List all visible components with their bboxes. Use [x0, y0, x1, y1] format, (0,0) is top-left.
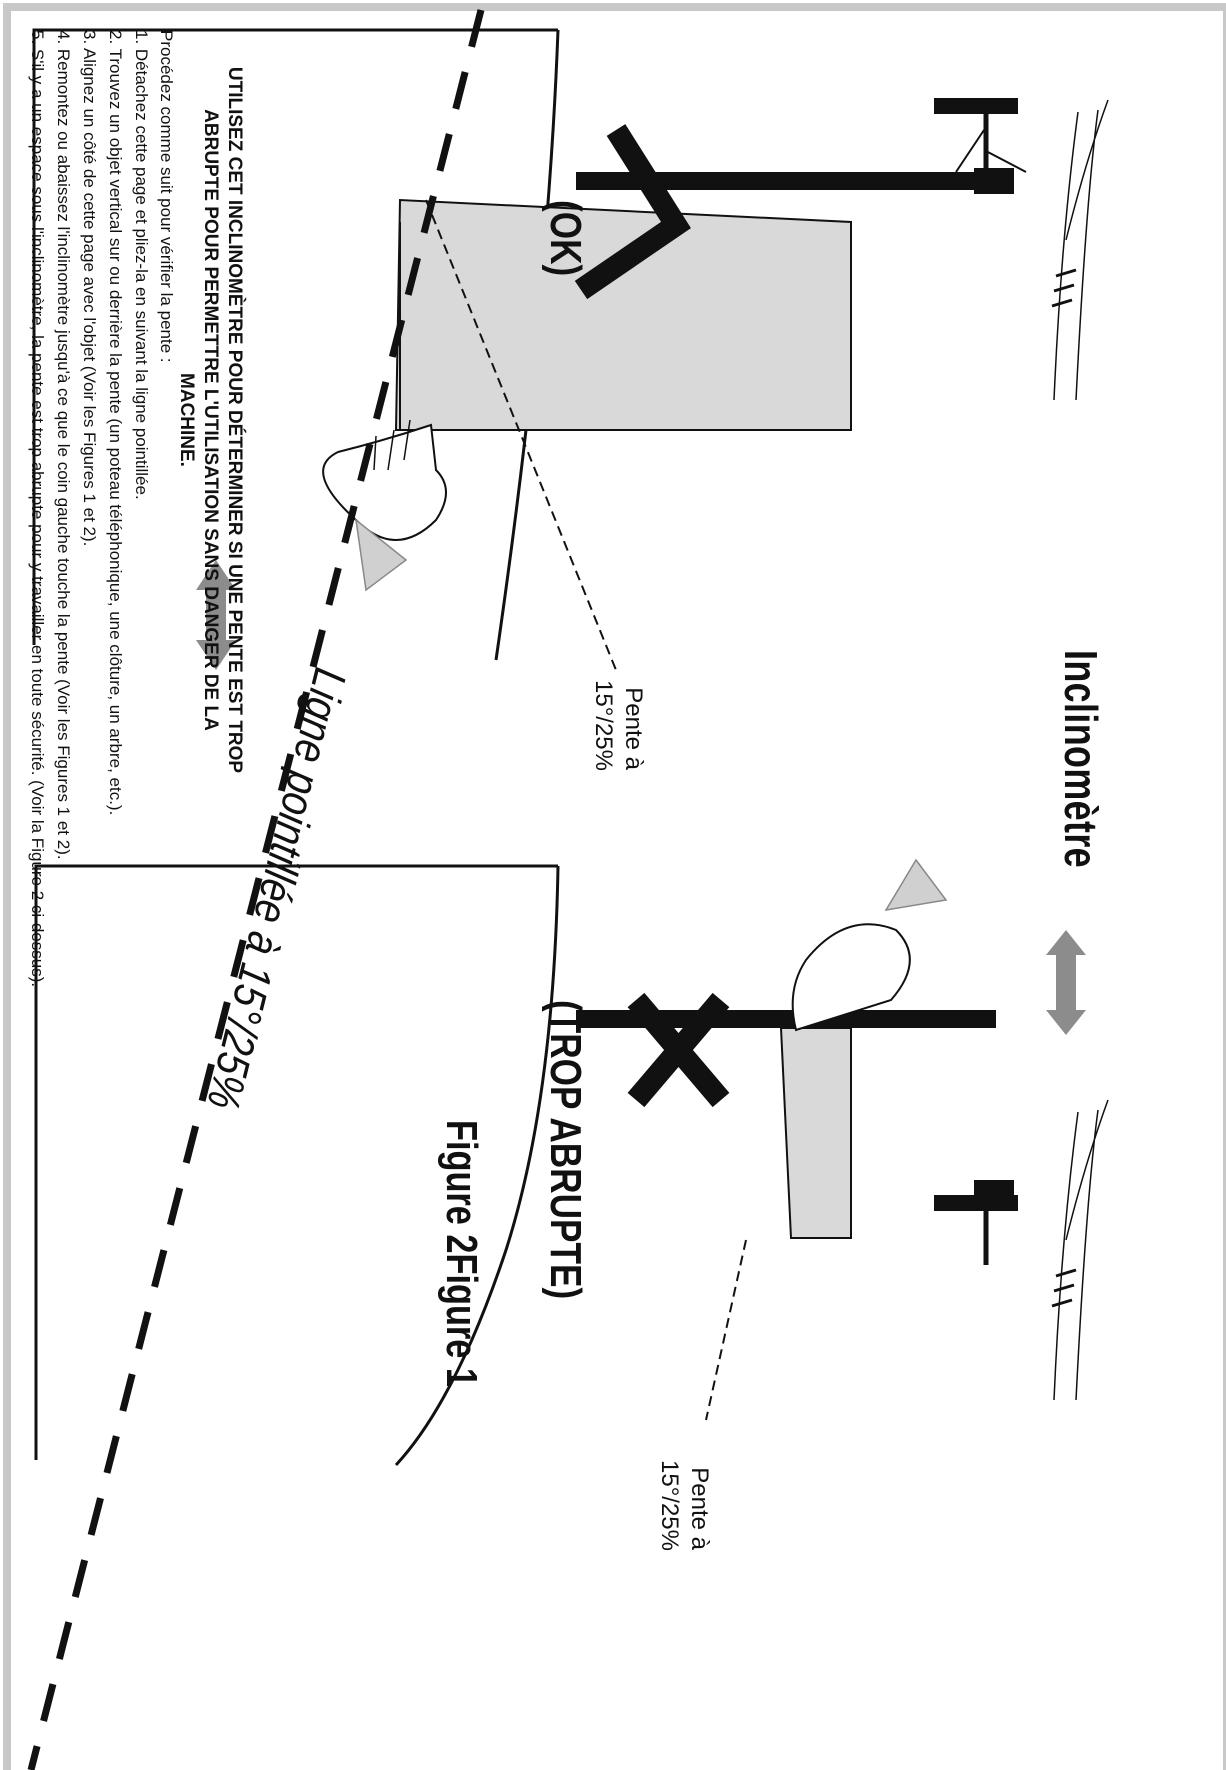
slope-label-line-1: Pente à [620, 687, 647, 770]
arrow-1 [196, 560, 236, 670]
slope-label-figure-1: Pente à 15°/25% [588, 680, 648, 771]
step-item: 1. Détachez cette page et pliez-la en su… [132, 30, 151, 500]
page-title: Inclinomètre [1055, 650, 1107, 869]
step-item: 4. Remontez ou abaissez l'inclinomètre j… [54, 30, 73, 860]
step-item: 5. S'il y a un espace sous l'inclinomètr… [28, 30, 47, 988]
ok-label: (OK) [541, 200, 590, 277]
slope-label-line-2: 15°/25% [590, 680, 617, 771]
pole-1 [576, 172, 996, 190]
step-item: 3. Alignez un côté de cette page avec l'… [80, 30, 99, 547]
fold-dashed-line [27, 9, 485, 1770]
steep-label: (TROP ABRUPTE) [541, 1000, 590, 1300]
check-mark-icon [574, 124, 691, 300]
slope-label-figure-2: Pente à 15°/25% [654, 1460, 714, 1551]
page-border [3, 3, 1226, 1770]
figure-2-illustration [34, 858, 1109, 1467]
figure-caption: Figure 2Figure 1 [437, 1120, 486, 1387]
x-mark-icon [627, 992, 730, 1108]
pole-2 [576, 1010, 996, 1028]
step-item: 2. Trouvez un objet vertical sur ou derr… [106, 30, 125, 816]
slope-label-line-2: 15°/25% [656, 1460, 683, 1551]
slope-label-line-1: Pente à [686, 1467, 713, 1550]
arrow-2 [1046, 930, 1086, 1035]
instruction-steps: 1. Détachez cette page et pliez-la en su… [24, 30, 154, 987]
instructions-intro: Procédez comme suit pour vérifier la pen… [157, 30, 176, 363]
warning-heading: UTILISEZ CET INCLINOMÈTRE POUR DÉTERMINE… [176, 66, 245, 774]
